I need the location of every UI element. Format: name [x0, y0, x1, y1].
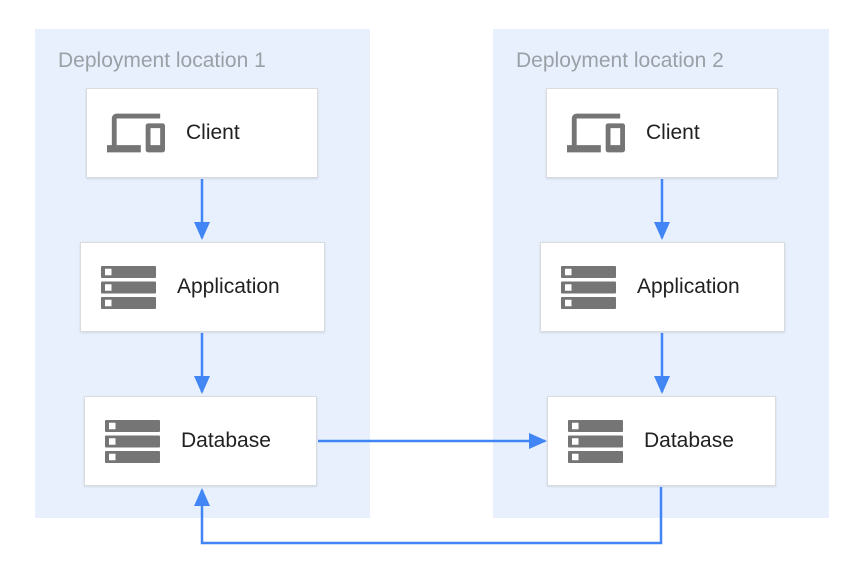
node-client-2: Client	[546, 88, 778, 178]
server-stack-icon	[561, 265, 616, 309]
node-label: Database	[644, 429, 734, 452]
devices-icon	[107, 104, 165, 162]
node-label: Database	[181, 429, 271, 452]
panel-title: Deployment location 2	[516, 49, 724, 72]
server-stack-icon	[101, 265, 156, 309]
node-database-2: Database	[547, 396, 776, 486]
node-application-1: Application	[80, 242, 325, 332]
panel-title: Deployment location 1	[58, 49, 266, 72]
node-label: Client	[646, 121, 700, 144]
devices-icon	[567, 104, 625, 162]
server-stack-icon	[105, 419, 160, 463]
server-stack-icon	[568, 419, 623, 463]
node-application-2: Application	[540, 242, 785, 332]
node-client-1: Client	[86, 88, 318, 178]
node-database-1: Database	[84, 396, 317, 486]
node-label: Application	[637, 275, 740, 298]
node-label: Application	[177, 275, 280, 298]
node-label: Client	[186, 121, 240, 144]
